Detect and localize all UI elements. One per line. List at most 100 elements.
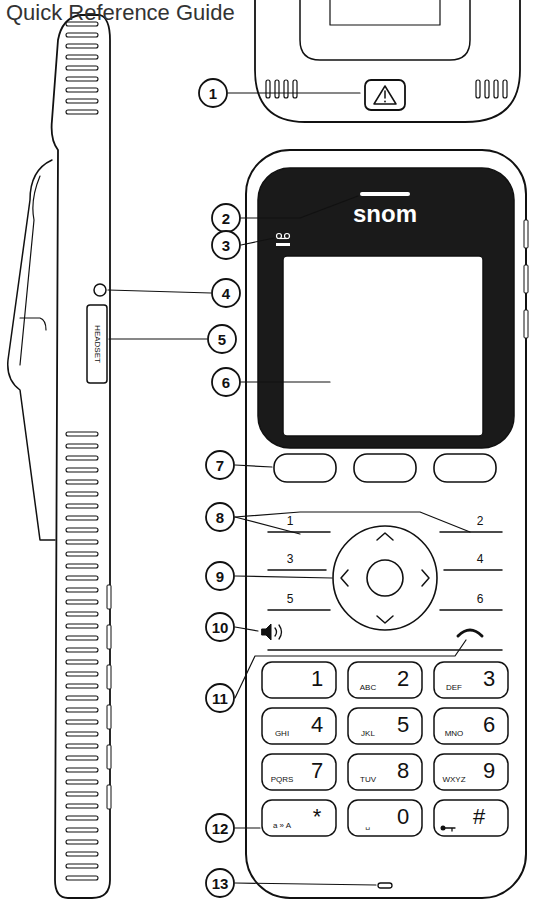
grille-slot	[66, 468, 98, 472]
grille-slot	[66, 816, 98, 820]
warning-triangle	[374, 86, 396, 104]
callout-number: 3	[222, 238, 230, 253]
keypad-key	[262, 754, 336, 790]
callout-number: 5	[218, 332, 226, 347]
grille-slot	[66, 660, 98, 664]
keypad-key	[434, 708, 508, 744]
key-letters: JKL	[361, 730, 375, 738]
side-key	[107, 625, 111, 649]
grille-slot	[66, 552, 98, 556]
leader-line	[241, 238, 274, 245]
key-letters: DEF	[446, 684, 462, 692]
grille-slot	[66, 672, 98, 676]
callout-number: 7	[216, 458, 224, 473]
grille-slot	[66, 828, 98, 832]
keypad-key	[348, 754, 422, 790]
grille-slot	[66, 55, 98, 59]
warning-mark	[384, 91, 386, 98]
key-letters: ABC	[360, 684, 376, 692]
nav-arrow-up	[377, 533, 393, 540]
function-key-divider	[268, 649, 502, 651]
callout-circle	[206, 814, 234, 842]
key-digit: 8	[397, 760, 409, 782]
grille-slot	[66, 88, 98, 92]
leader-line	[109, 338, 207, 339]
key-digit: #	[473, 806, 485, 828]
callout-circle	[212, 204, 240, 232]
grille-slot	[66, 432, 98, 436]
grille-slot	[494, 80, 498, 98]
side-key	[107, 705, 111, 729]
key-letters: PQRS	[271, 776, 294, 784]
grille-slot	[66, 444, 98, 448]
grille-slot	[485, 80, 489, 98]
leader-line	[235, 640, 466, 698]
key-icon	[445, 828, 455, 831]
grille-slot	[66, 492, 98, 496]
side-view-body	[52, 15, 110, 898]
side-key	[107, 785, 111, 809]
grille-slot	[66, 66, 98, 70]
nav-arrow-right	[422, 570, 429, 586]
belt-clip-pin	[20, 318, 46, 330]
callout-number: 1	[209, 86, 217, 101]
function-key-number: 6	[477, 593, 484, 605]
top-view-clip-edge	[330, 0, 440, 25]
keypad-key	[434, 800, 508, 836]
callout-number: 11	[212, 691, 228, 706]
key-letters: ␣	[365, 822, 370, 830]
top-view-body	[255, 0, 520, 122]
front-body	[246, 150, 526, 898]
grille-slot	[66, 756, 98, 760]
port-label: HEADSET	[93, 325, 101, 363]
top-view-clip	[300, 0, 470, 60]
side-key	[107, 585, 111, 609]
nav-arrow-left	[341, 570, 348, 586]
key-digit: 3	[483, 668, 495, 690]
callout-circle	[206, 451, 234, 479]
leader-line	[235, 576, 332, 578]
callout-number: 10	[212, 620, 229, 635]
callout-circle	[199, 79, 227, 107]
grille-slot	[66, 648, 98, 652]
key-digit: 6	[483, 714, 495, 736]
grille-slot	[66, 612, 98, 616]
key-digit: *	[313, 806, 322, 828]
leader-line	[235, 465, 272, 467]
keypad-key	[434, 662, 508, 698]
grille-slot	[66, 636, 98, 640]
callout-number: 9	[216, 569, 224, 584]
grille-slot	[66, 540, 98, 544]
nav-arrow-down	[377, 616, 393, 623]
side-key	[524, 310, 528, 338]
callout-number: 6	[222, 375, 230, 390]
key-digit: 9	[483, 760, 495, 782]
callout-circle	[212, 368, 240, 396]
grille-slot	[66, 33, 98, 37]
leader-line	[235, 883, 376, 885]
guide-title: Quick Reference Guide	[6, 2, 235, 24]
grille-slot	[66, 624, 98, 628]
alarm-button	[365, 80, 405, 110]
key-letters: a » A	[273, 822, 291, 830]
callout-circle	[206, 503, 234, 531]
leader-line	[241, 196, 358, 218]
key-digit: 1	[311, 668, 323, 690]
grille-slot	[66, 480, 98, 484]
key-letters: TUV	[360, 776, 376, 784]
key-letters: MNO	[445, 730, 464, 738]
earpiece	[360, 192, 410, 196]
key-digit: 0	[397, 806, 409, 828]
grille-slot	[293, 80, 297, 98]
leader-line	[241, 381, 330, 382]
headset-cover	[87, 305, 107, 383]
function-key-divider	[268, 569, 326, 571]
voicemail-icon	[276, 234, 290, 247]
display-screen	[283, 256, 483, 436]
callout-number: 8	[216, 510, 224, 525]
speaker-icon	[262, 624, 271, 640]
grille-slot	[66, 792, 98, 796]
function-key-divider	[268, 531, 330, 533]
callout-number: 4	[222, 286, 230, 301]
